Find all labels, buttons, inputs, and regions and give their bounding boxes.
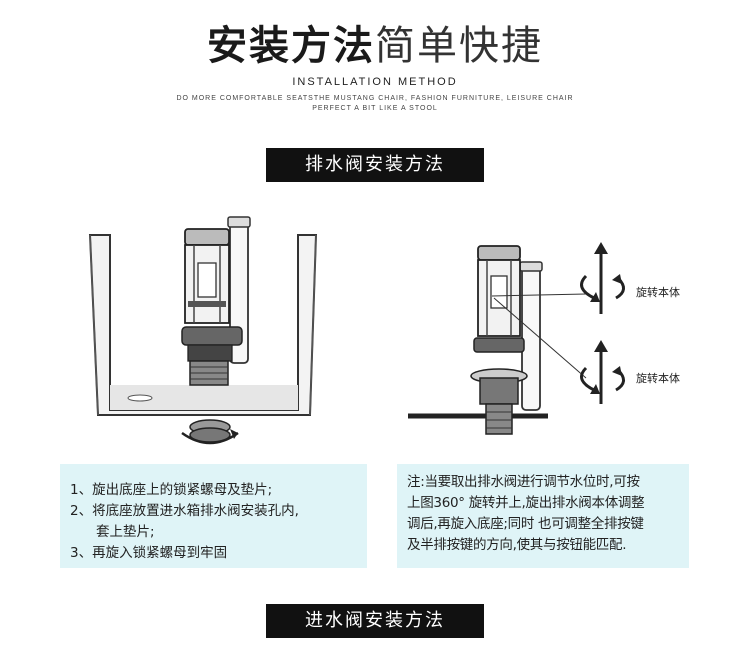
pointer-line-top <box>491 293 587 297</box>
tank-inner-right <box>309 234 317 416</box>
rotate-arrow-icon-top <box>580 242 625 314</box>
rotate-label-bottom: 旋转本体 <box>636 371 680 385</box>
valve-cage <box>184 244 230 324</box>
adjust-note-box: 注:当要取出排水阀进行调节水位时,可按 上图360° 旋转并上,旋出排水阀本体调… <box>397 464 689 568</box>
page-title-bold: 安装方法 <box>207 23 375 69</box>
tank-floor-hole <box>127 394 153 402</box>
install-step-1: 1、旋出底座上的锁紧螺母及垫片; <box>70 482 273 498</box>
valve-float-ring <box>181 326 243 346</box>
install-steps-box: 1、旋出底座上的锁紧螺母及垫片; 2、将底座放置进水箱排水阀安装孔内, 套上垫片… <box>60 464 367 568</box>
tank-inner-left <box>89 234 99 416</box>
pointer-line-bottom <box>493 297 587 379</box>
valve-cap <box>477 245 521 261</box>
rotate-arrow-icon <box>181 431 239 445</box>
tagline-line-1: DO MORE COMFORTABLE SEATSTHE MUSTANG CHA… <box>176 95 574 102</box>
tank-install-illustration <box>88 216 318 445</box>
note-line-1: 注:当要取出排水阀进行调节水位时,可按 <box>407 474 640 490</box>
tagline: DO MORE COMFORTABLE SEATSTHE MUSTANG CHA… <box>0 94 750 114</box>
tank-body <box>88 234 318 416</box>
rotate-valve-illustration: 旋转本体 旋转本体 <box>408 242 680 435</box>
note-line-2: 上图360° 旋转并上,旋出排水阀本体调整 <box>407 495 645 511</box>
install-step-2-cont: 套上垫片; <box>96 524 155 540</box>
overflow-cap <box>227 216 251 228</box>
install-step-3: 3、再旋入锁紧螺母到牢固 <box>70 545 228 561</box>
page-title: 安装方法简单快捷 <box>0 22 750 70</box>
inlet-valve-section-title: 进水阀安装方法 <box>266 604 484 638</box>
tagline-line-2: PERFECT A BIT LIKE A STOOL <box>312 105 438 112</box>
page-subtitle: INSTALLATION METHOD <box>292 76 458 88</box>
note-line-4: 及半排按键的方向,使其与按钮能匹配. <box>407 537 627 553</box>
note-line-3: 调后,再旋入底座;同时 也可调整全排按键 <box>407 516 644 532</box>
rotate-label-top: 旋转本体 <box>636 285 680 299</box>
install-step-2: 2、将底座放置进水箱排水阀安装孔内, <box>70 503 299 519</box>
page-header: 安装方法简单快捷 INSTALLATION METHOD DO MORE COM… <box>0 22 750 114</box>
valve-cap <box>184 228 230 246</box>
page-title-light: 简单快捷 <box>375 23 543 69</box>
drain-valve-section-title: 排水阀安装方法 <box>266 148 484 182</box>
rotate-arrow-icon-bottom <box>580 340 625 404</box>
overflow-tube <box>521 267 541 411</box>
